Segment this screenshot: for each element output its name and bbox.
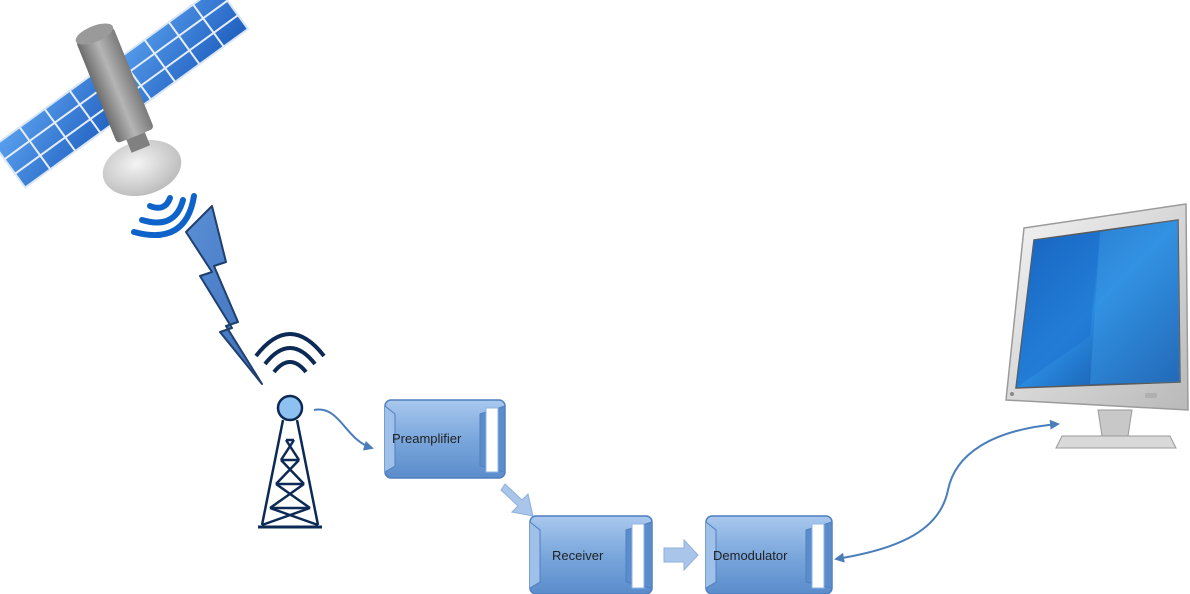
- monitor-stand: [1097, 409, 1133, 437]
- lightning-bolt-icon: [185, 205, 263, 385]
- demodulator-block: Demodulator: [705, 515, 833, 594]
- arrow-tower-to-preamplifier: [313, 408, 374, 451]
- arrow-demodulator-monitor: [834, 419, 1060, 563]
- monitor-icon: [1005, 203, 1189, 449]
- satellite-dish: [102, 139, 182, 197]
- signal-waves-icon: [131, 193, 197, 239]
- preamplifier-label: Preamplifier: [392, 431, 462, 446]
- receiver-block: Receiver: [529, 515, 653, 594]
- arrow-preamplifier-to-receiver: [500, 483, 534, 517]
- arrow-receiver-to-demodulator: [663, 538, 699, 572]
- preamplifier-block: Preamplifier: [384, 399, 506, 479]
- satellite-icon: [0, 0, 250, 239]
- monitor-base: [1055, 435, 1177, 449]
- demodulator-label: Demodulator: [713, 548, 788, 563]
- antenna-tower-icon: [254, 332, 326, 529]
- receiver-label: Receiver: [552, 548, 604, 563]
- satellite-body: [75, 23, 153, 153]
